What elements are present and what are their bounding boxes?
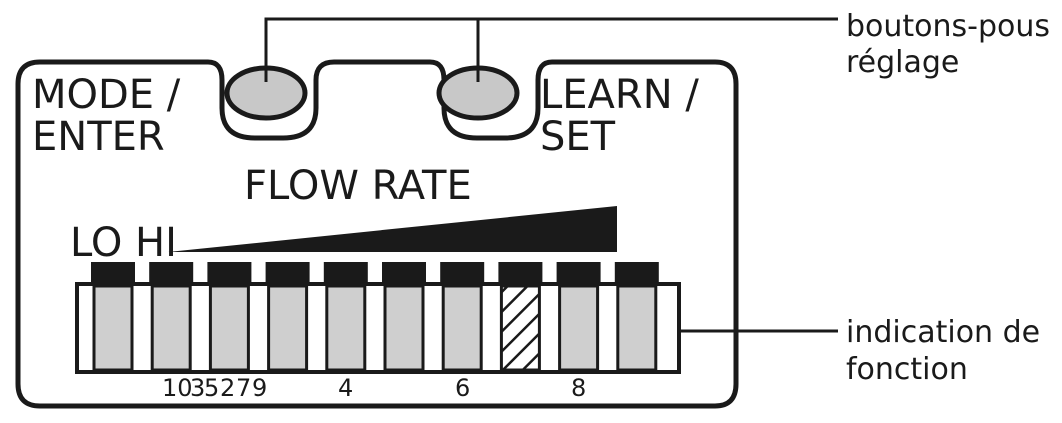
- scale-label-2: 2: [220, 374, 235, 402]
- buttons-callout-line2: réglage: [846, 45, 959, 80]
- scale-label-8: 8: [571, 374, 586, 402]
- segment-bar: [383, 284, 425, 372]
- scale-label-7: 7: [236, 374, 251, 402]
- mode-label-line1: MODE /: [32, 72, 181, 118]
- segment-cap: [382, 262, 426, 284]
- panel-outline: [15, 59, 739, 409]
- scale-label-3: 3: [190, 374, 205, 402]
- learn-label-line1: LEARN /: [540, 72, 699, 118]
- segment-cap: [149, 262, 194, 284]
- scale-label-9: 9: [252, 374, 267, 402]
- flow-rate-label: FLOW RATE: [244, 163, 472, 209]
- indicator-callout-line2: fonction: [846, 352, 968, 387]
- segment-cap: [207, 262, 252, 284]
- buttons-callout-line: [264, 17, 838, 82]
- segment-bar: [558, 284, 600, 372]
- segment-bar: [267, 284, 309, 372]
- segment-bar: [441, 284, 483, 372]
- segment-bar: [325, 284, 367, 372]
- segment-cap: [265, 262, 310, 284]
- segment-bar: [208, 284, 250, 372]
- segment-bar: [616, 284, 658, 372]
- scale-label-4: 4: [338, 374, 353, 402]
- scale-label-5: 5: [204, 374, 219, 402]
- segment-display-frame: [75, 282, 681, 374]
- indicator-callout-line1: indication de: [846, 315, 1040, 350]
- segment-bar-active: [499, 284, 541, 372]
- mode-label-line2: ENTER: [32, 114, 165, 160]
- scale-label-10: 10: [162, 374, 193, 402]
- segment-cap: [440, 262, 485, 284]
- segment-bar: [150, 284, 192, 372]
- segment-cap: [91, 262, 135, 284]
- segment-cap: [498, 262, 543, 284]
- segment-cap: [614, 262, 659, 284]
- learn-label-line2: SET: [540, 114, 616, 160]
- scale-label-6: 6: [455, 374, 470, 402]
- buttons-callout-line1: boutons-pous: [846, 9, 1050, 44]
- segment-cap: [556, 262, 601, 284]
- segment-bar: [92, 284, 134, 372]
- segment-cap: [323, 262, 368, 284]
- flow-rate-ramp: [168, 206, 617, 252]
- lo-hi-label: LO HI: [70, 220, 177, 266]
- segment-bar-group: [91, 262, 659, 372]
